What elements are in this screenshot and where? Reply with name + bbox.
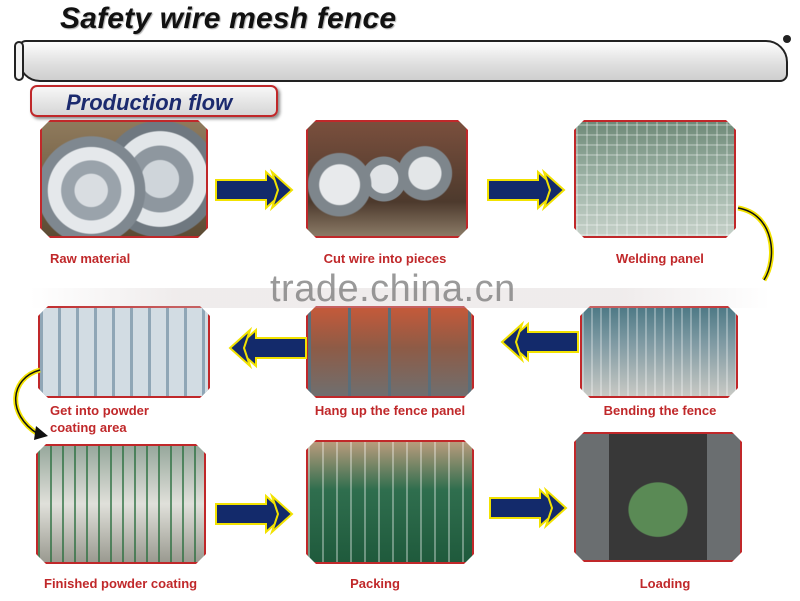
caption-hang-panel: Hang up the fence panel bbox=[314, 403, 466, 418]
photo-cut-wire bbox=[306, 120, 468, 238]
connector-curve-left-icon bbox=[13, 367, 48, 440]
photo-powder-coating-area bbox=[38, 306, 210, 398]
caption-loading: Loading bbox=[639, 576, 691, 591]
photo-hang-panel bbox=[306, 306, 474, 398]
photo-finished-coating bbox=[36, 444, 206, 564]
section-label: Production flow bbox=[66, 90, 233, 115]
caption-powder-coating-area: Get into powder coating area bbox=[50, 402, 149, 436]
flow-arrow-right-icon bbox=[489, 486, 568, 530]
section-badge: Production flow bbox=[30, 85, 278, 117]
photo-raw-material bbox=[40, 120, 208, 238]
watermark: trade.china.cn bbox=[270, 268, 516, 310]
watermark-band bbox=[30, 288, 770, 308]
caption-finished-coating: Finished powder coating bbox=[44, 576, 198, 591]
flow-arrow-right-icon bbox=[487, 168, 566, 212]
flow-arrow-right-icon bbox=[215, 168, 294, 212]
connector-curve-right-icon bbox=[737, 205, 774, 282]
caption-cut-wire: Cut wire into pieces bbox=[323, 251, 447, 266]
caption-powder-line2: coating area bbox=[50, 420, 127, 435]
photo-packing bbox=[306, 440, 474, 564]
flow-arrow-right-icon bbox=[215, 492, 294, 536]
scroll-right-dot bbox=[783, 35, 791, 43]
caption-welding-panel: Welding panel bbox=[616, 251, 704, 266]
flow-arrow-left-icon bbox=[500, 320, 579, 364]
caption-powder-line1: Get into powder bbox=[50, 403, 149, 418]
title-scroll-banner bbox=[14, 35, 791, 82]
photo-welding-panel bbox=[574, 120, 736, 238]
photo-loading bbox=[574, 432, 742, 562]
caption-bending-fence: Bending the fence bbox=[603, 403, 717, 418]
caption-raw-material: Raw material bbox=[50, 251, 131, 266]
page-title: Safety wire mesh fence bbox=[60, 2, 397, 35]
caption-packing: Packing bbox=[350, 576, 400, 591]
photo-bending-fence bbox=[580, 306, 738, 398]
flow-arrow-left-icon bbox=[228, 326, 307, 370]
scroll-left-curl bbox=[14, 41, 24, 81]
